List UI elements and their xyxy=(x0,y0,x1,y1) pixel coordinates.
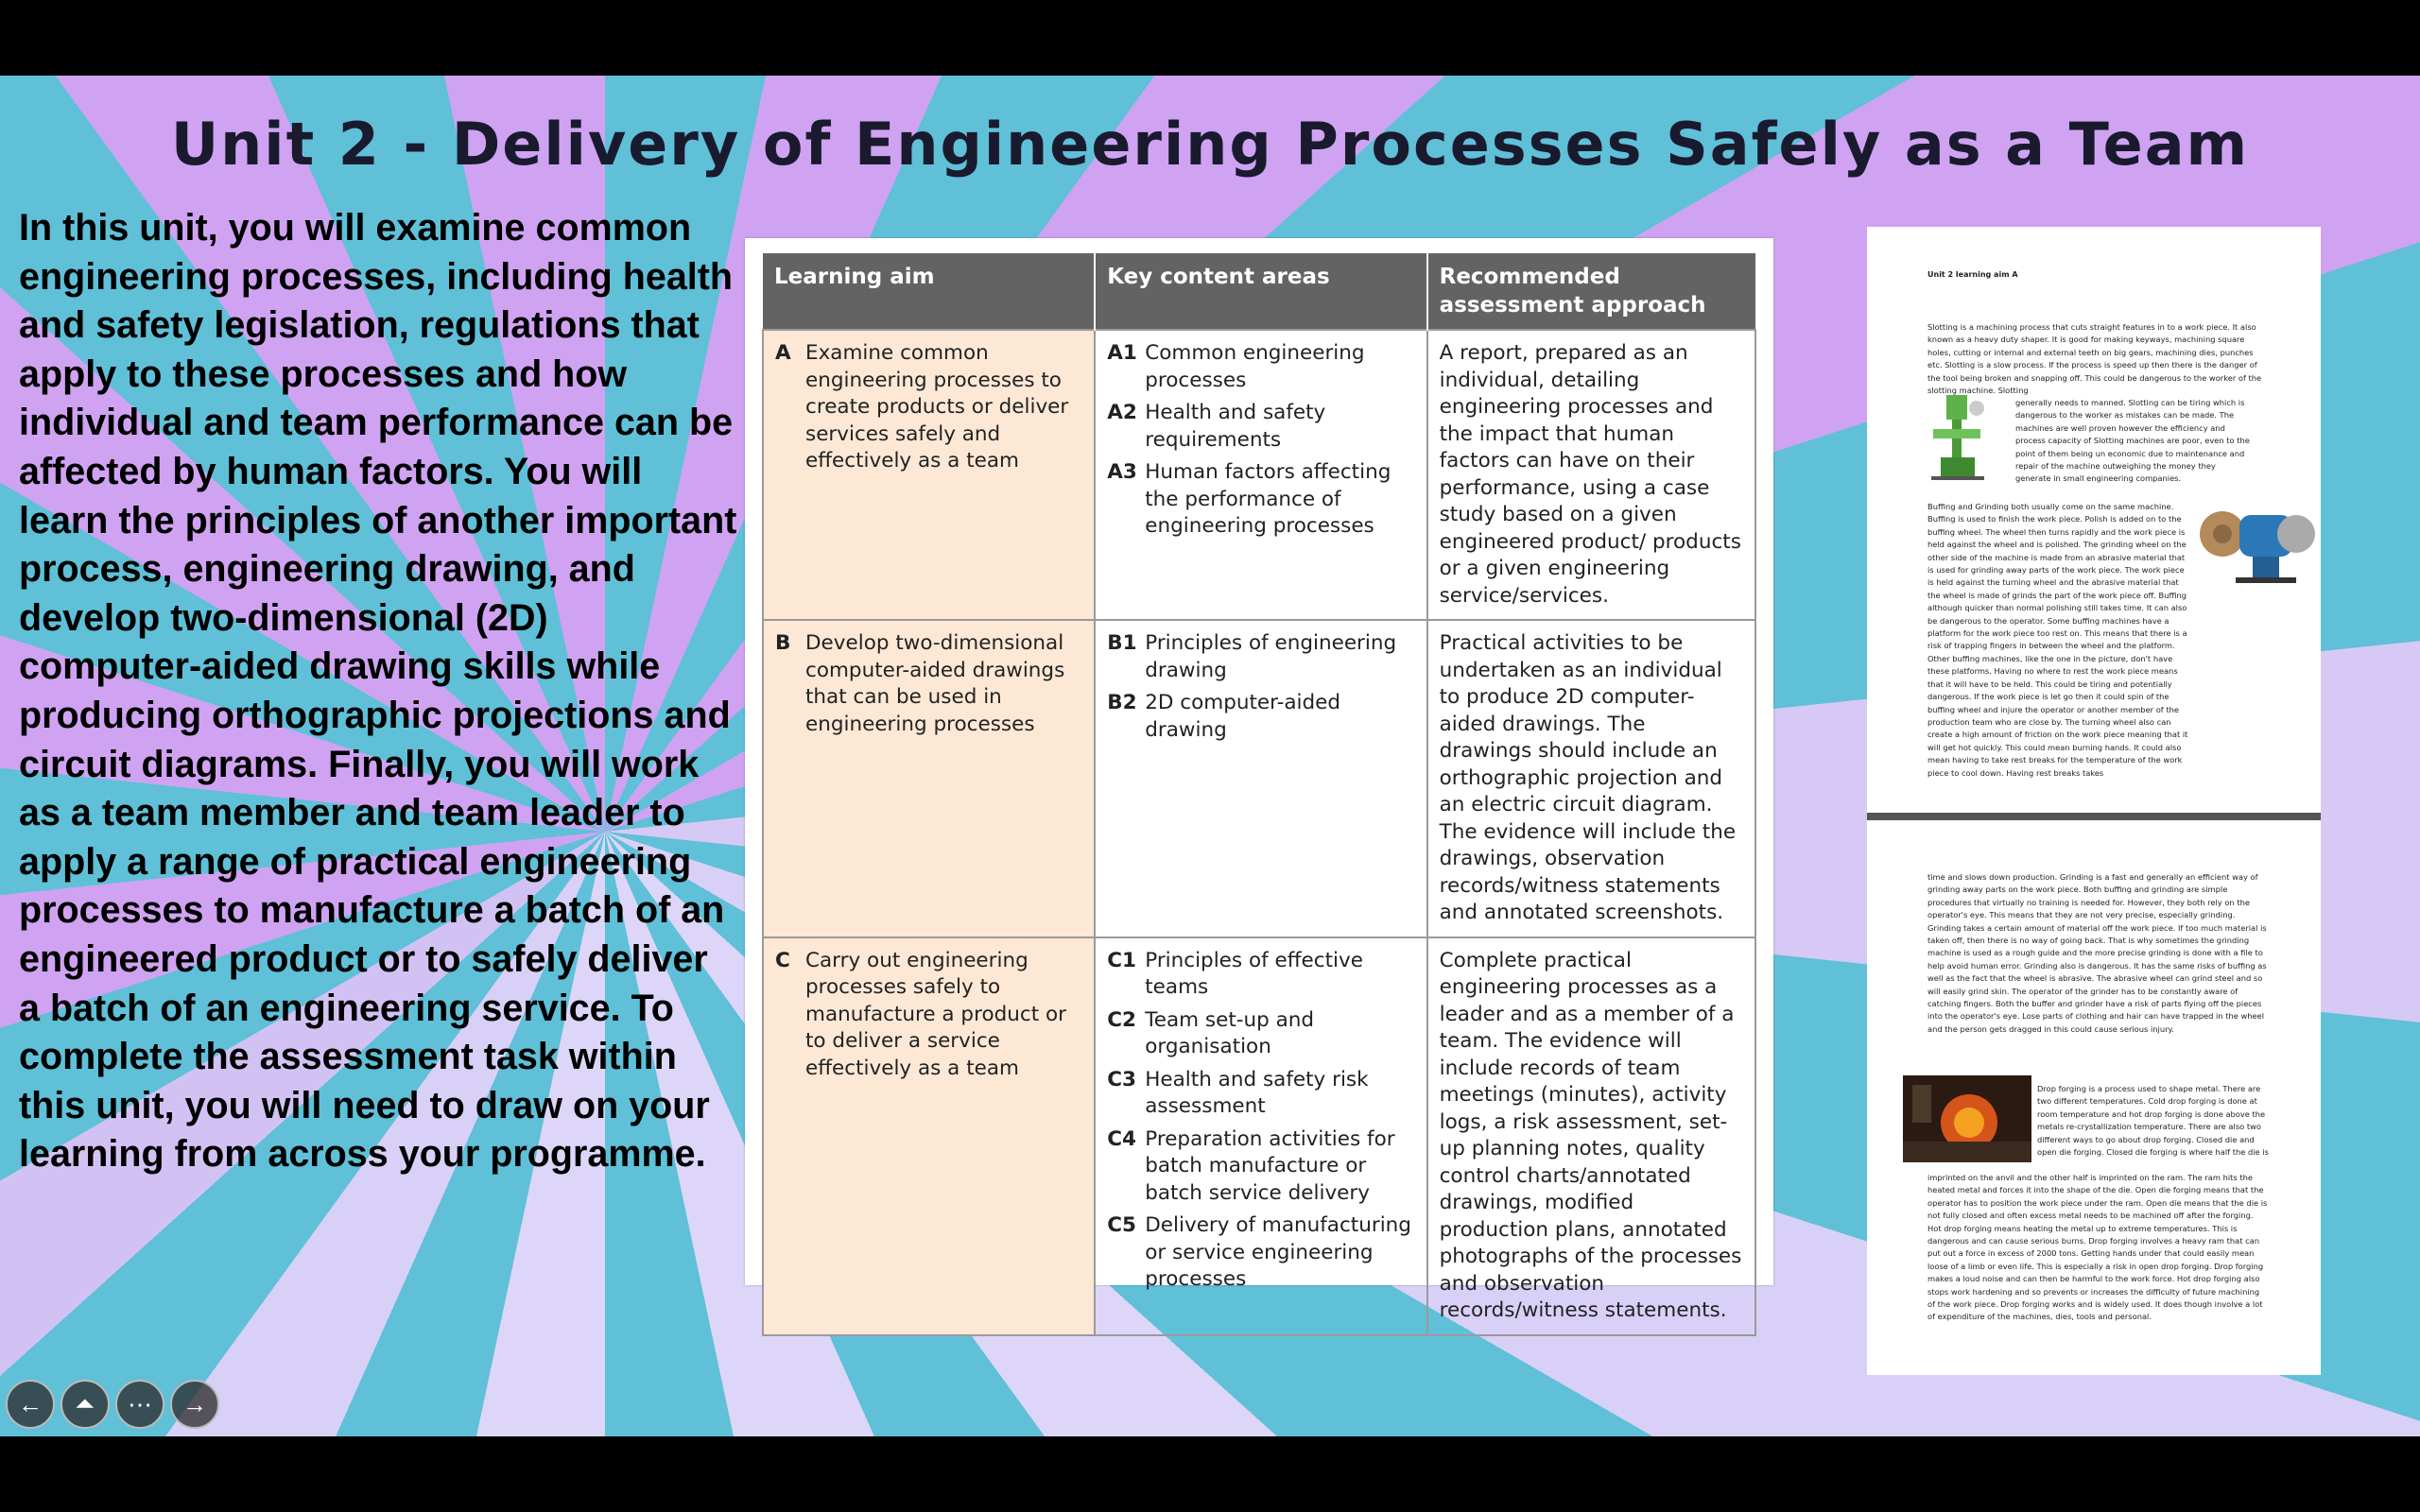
table-row: C Carry out engineering processes safely … xyxy=(761,936,1757,1336)
doc-paragraph: Slotting is a machining process that cut… xyxy=(1927,322,2262,396)
page-separator xyxy=(1867,813,2321,820)
aim-letter: C xyxy=(775,948,790,972)
intro-text: In this unit, you will examine common en… xyxy=(19,207,737,1176)
aim-cell: C Carry out engineering processes safely … xyxy=(761,936,1097,1336)
content-text: Health and safety risk assessment xyxy=(1145,1067,1369,1119)
aim-text: Develop two-dimensional computer-aided d… xyxy=(805,631,1065,736)
content-text: Principles of engineering drawing xyxy=(1145,631,1397,682)
content-cell: C1 Principles of effective teams C2 Team s… xyxy=(1094,936,1428,1336)
more-options-button[interactable]: ⋯ xyxy=(115,1380,164,1429)
content-text: Delivery of manufacturing or service eng… xyxy=(1145,1213,1411,1291)
arrow-left-icon: ← xyxy=(18,1389,43,1418)
content-text: Health and safety requirements xyxy=(1145,401,1326,452)
content-code: B1 xyxy=(1107,631,1137,655)
content-cell: B1 Principles of engineering drawing B2 2D… xyxy=(1094,619,1428,938)
aim-letter: B xyxy=(775,631,791,655)
assessment-cell: Complete practical engineering processes… xyxy=(1426,936,1757,1336)
assessment-cell: Practical activities to be undertaken as… xyxy=(1426,619,1757,938)
bench-grinder-image xyxy=(2200,511,2315,583)
content-text: Team set-up and organisation xyxy=(1145,1007,1315,1059)
content-code: C4 xyxy=(1107,1126,1136,1151)
table-row: A Examine common engineering processes to… xyxy=(761,329,1757,621)
learning-aims-table-image: Learning aim Key content areas Recommend… xyxy=(745,238,1773,1336)
aim-cell: B Develop two-dimensional computer-aided … xyxy=(761,619,1097,938)
content-text: Preparation activities for batch manufac… xyxy=(1145,1126,1395,1205)
content-code: A3 xyxy=(1107,460,1137,484)
doc-paragraph: Buffing and Grinding both usually come o… xyxy=(1927,502,2188,778)
next-slide-button[interactable]: → xyxy=(170,1380,219,1429)
content-code: A2 xyxy=(1107,401,1137,424)
doc-paragraph: imprinted on the anvil and the other hal… xyxy=(1927,1173,2268,1322)
header-key-content: Key content areas xyxy=(1095,253,1428,330)
content-text: 2D computer-aided drawing xyxy=(1145,691,1341,742)
more-icon: ⋯ xyxy=(128,1389,152,1418)
pointer-icon: ⏶ xyxy=(75,1389,95,1418)
arrow-right-icon: → xyxy=(182,1389,207,1418)
content-code: C3 xyxy=(1107,1067,1136,1091)
aim-letter: A xyxy=(775,341,791,365)
doc-paragraph: generally needs to manned. Slotting can … xyxy=(2015,398,2250,484)
doc-paragraph: time and slows down production. Grinding… xyxy=(1927,872,2267,1034)
learning-aims-table: Learning aim Key content areas Recommend… xyxy=(761,253,1757,1336)
doc-paragraph: Drop forging is a process used to shape … xyxy=(2037,1084,2269,1158)
content-cell: A1 Common engineering processes A2 Health … xyxy=(1094,329,1428,621)
aim-text: Examine common engineering processes to … xyxy=(805,341,1069,472)
slide-title: Unit 2 - Delivery of Engineering Process… xyxy=(170,110,2250,179)
document-preview: Unit 2 learning aim A Slotting is a mach… xyxy=(1867,227,2321,1375)
presentation-nav: ← ⏶ ⋯ → xyxy=(6,1380,219,1429)
content-code: B2 xyxy=(1107,691,1137,714)
content-code: C5 xyxy=(1107,1213,1136,1237)
content-code: C2 xyxy=(1107,1007,1136,1032)
doc-heading: Unit 2 learning aim A xyxy=(1927,270,2018,279)
table-row: B Develop two-dimensional computer-aided … xyxy=(761,619,1757,938)
drop-forging-image xyxy=(1903,1075,2031,1162)
content-text: Human factors affecting the performance … xyxy=(1145,460,1392,538)
header-learning-aim: Learning aim xyxy=(763,253,1097,330)
slide: Unit 2 - Delivery of Engineering Process… xyxy=(0,76,2420,1436)
header-assessment: Recommended assessment approach xyxy=(1426,253,1755,330)
aim-cell: A Examine common engineering processes to… xyxy=(761,329,1097,621)
aim-text: Carry out engineering processes safely t… xyxy=(805,948,1066,1080)
content-text: Principles of effective teams xyxy=(1145,948,1363,1000)
prev-slide-button[interactable]: ← xyxy=(6,1380,55,1429)
assessment-cell: A report, prepared as an individual, det… xyxy=(1426,329,1757,621)
pointer-tool-button[interactable]: ⏶ xyxy=(60,1380,110,1429)
content-text: Common engineering processes xyxy=(1145,341,1365,392)
content-code: C1 xyxy=(1107,948,1136,972)
content-code: A1 xyxy=(1107,341,1137,365)
slotting-machine-image xyxy=(1931,395,1984,480)
